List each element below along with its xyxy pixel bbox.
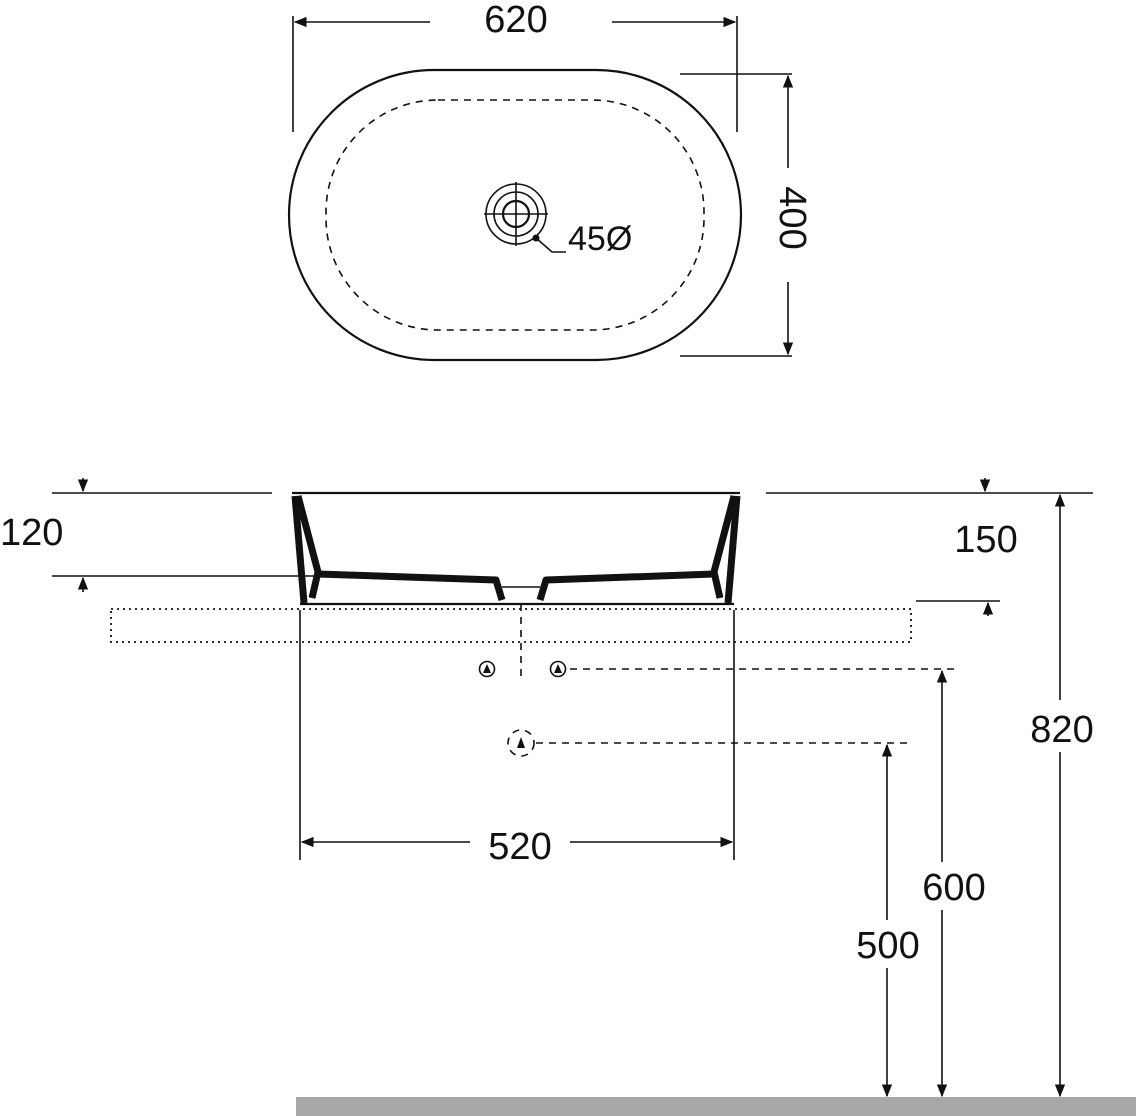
total-height-label: 820 [1030, 709, 1093, 751]
floor [296, 1097, 1136, 1116]
supply-connection-left [478, 660, 496, 678]
drain-symbol [484, 182, 548, 246]
waste-connection [507, 729, 535, 757]
drain-diameter-label: 45Ø [568, 220, 632, 258]
countertop [110, 608, 912, 643]
left-height-label: 120 [0, 512, 63, 554]
right-height-label: 150 [954, 519, 1017, 561]
width-label: 620 [484, 0, 547, 41]
base-width-dimension [299, 610, 735, 860]
basin-outline-top [287, 68, 743, 362]
supply-connection-right [549, 660, 567, 678]
side-view: 120 150 520 820 600 [0, 478, 1136, 1116]
bowl-inner-outline [325, 99, 705, 331]
supply-height-label: 600 [922, 867, 985, 909]
depth-dimension [680, 73, 794, 357]
waste-height-label: 500 [856, 925, 919, 967]
left-height-dimension [52, 478, 318, 592]
right-height-dimension [766, 478, 1093, 616]
drain-leader [532, 234, 566, 253]
base-width-label: 520 [488, 826, 551, 868]
depth-label: 400 [771, 186, 813, 249]
top-view: 45Ø 620 400 [287, 0, 813, 362]
basin-side-section [291, 491, 741, 606]
